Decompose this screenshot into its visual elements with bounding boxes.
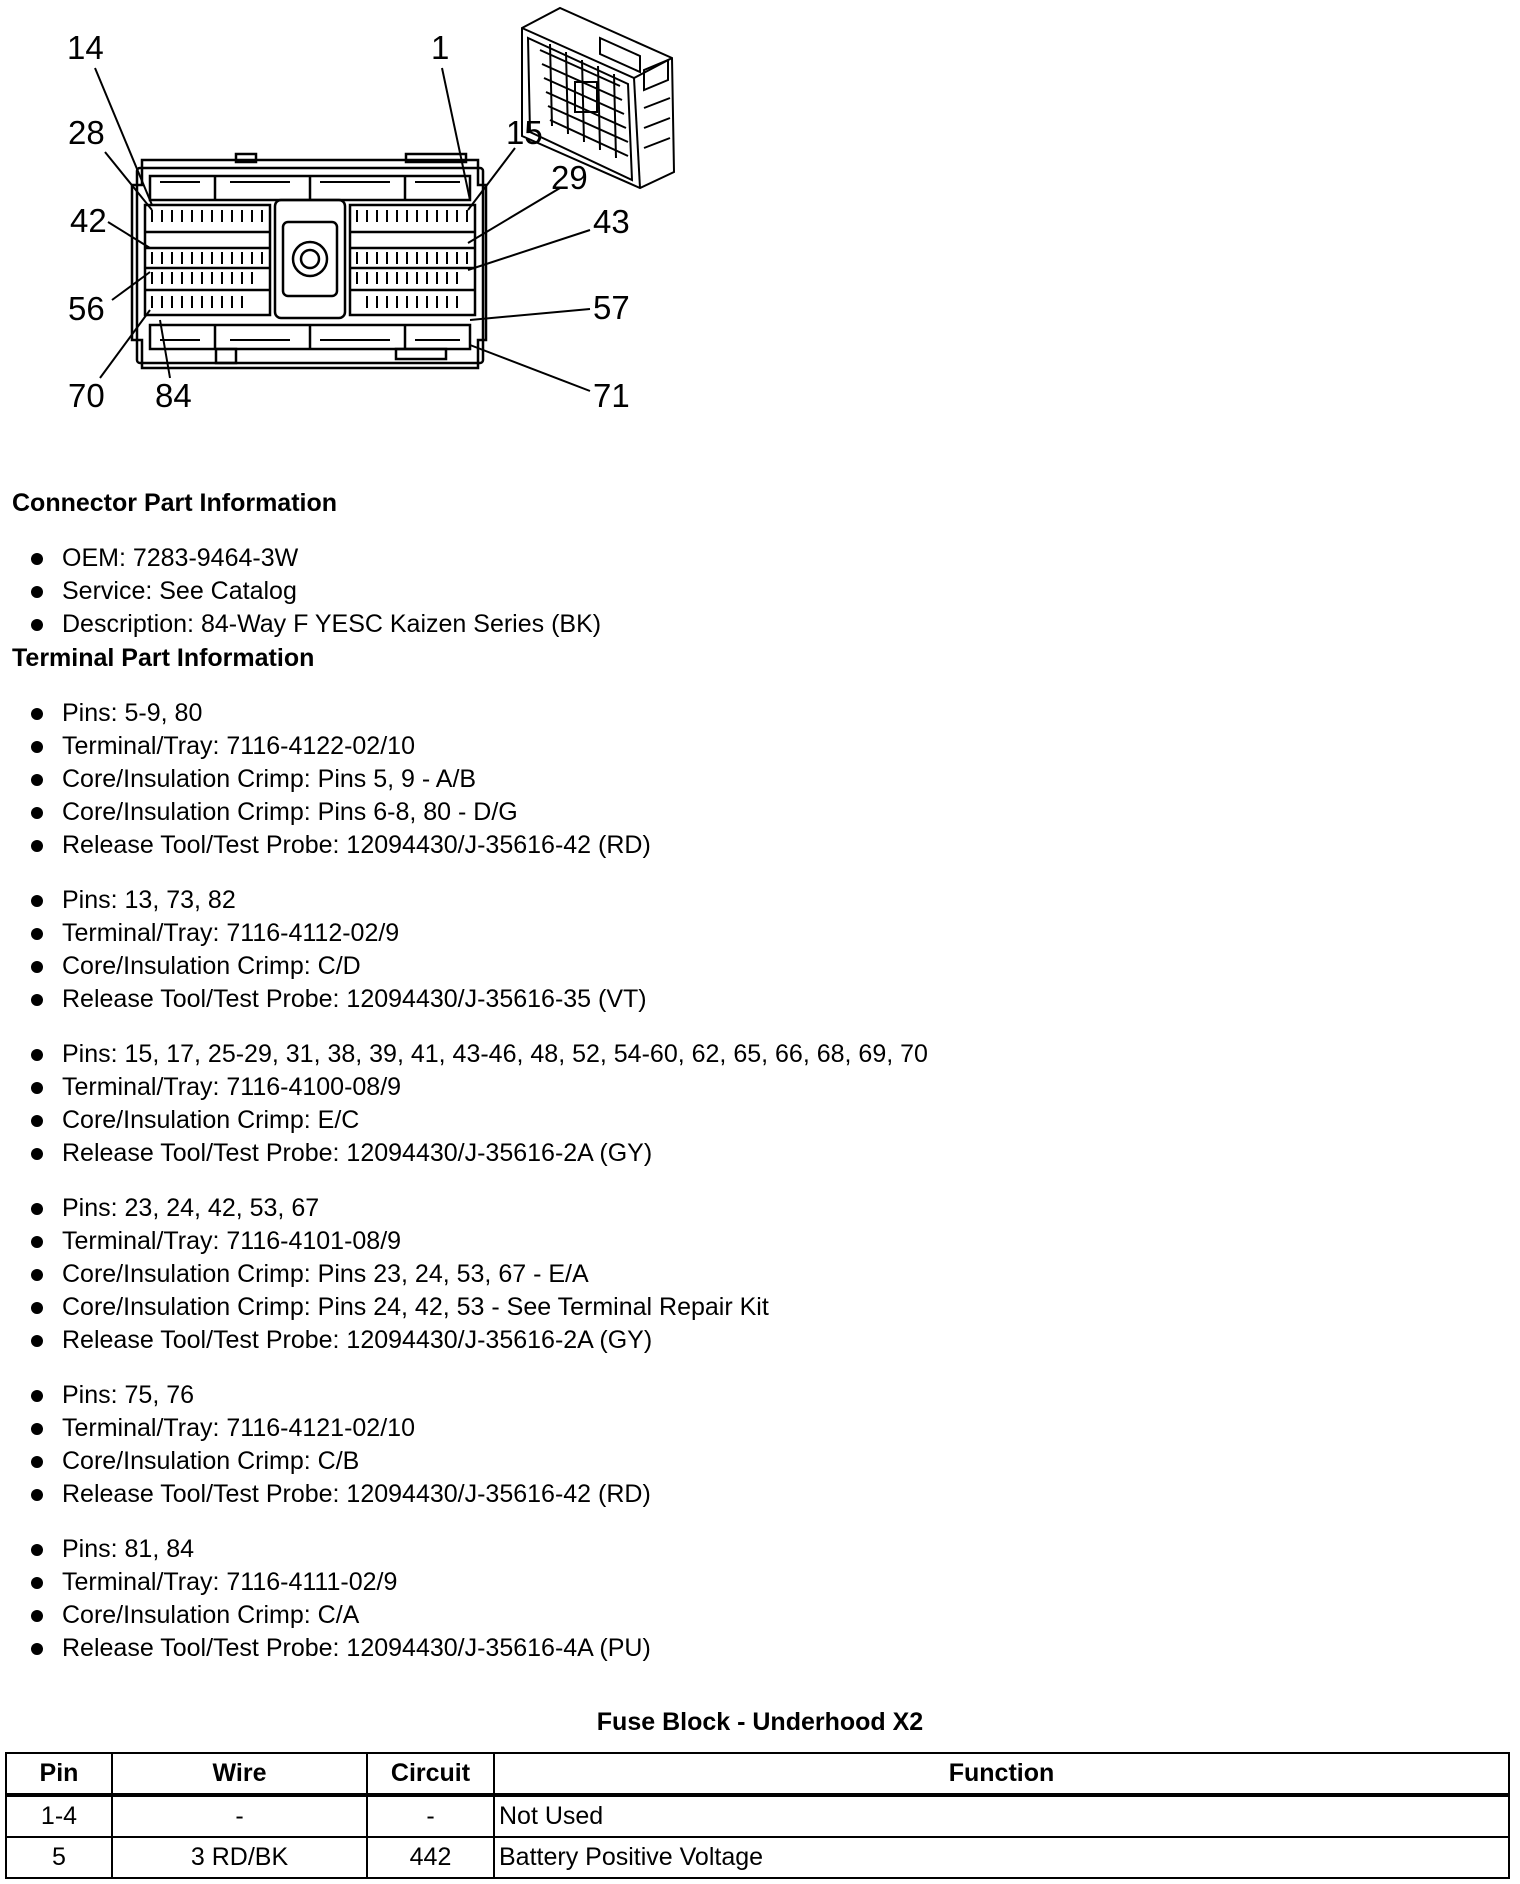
terminal-group-1: Pins: 5-9, 80 Terminal/Tray: 7116-4122-0… [12,697,1508,862]
callout-label: 14 [67,29,104,66]
list-item: Terminal/Tray: 7116-4101-08/9 [12,1225,1508,1258]
cell-wire: 3 RD/BK [111,1836,368,1879]
callout-label: 57 [593,289,630,326]
terminal-group-4: Pins: 23, 24, 42, 53, 67 Terminal/Tray: … [12,1192,1508,1357]
list-item: Terminal/Tray: 7116-4112-02/9 [12,917,1508,950]
list-item: Core/Insulation Crimp: C/B [12,1445,1508,1478]
list-item: Core/Insulation Crimp: Pins 5, 9 - A/B [12,763,1508,796]
column-header-circuit: Circuit [366,1752,495,1796]
list-item: Release Tool/Test Probe: 12094430/J-3561… [12,983,1508,1016]
list-item: Release Tool/Test Probe: 12094430/J-3561… [12,1478,1508,1511]
terminal-ticks [151,181,468,341]
list-item: Terminal/Tray: 7116-4111-02/9 [12,1566,1508,1599]
column-header-function: Function [493,1752,1510,1796]
list-item: Release Tool/Test Probe: 12094430/J-3561… [12,1324,1508,1357]
callout-leaders [94,67,591,392]
terminal-group-5: Pins: 75, 76 Terminal/Tray: 7116-4121-02… [12,1379,1508,1511]
list-item: Core/Insulation Crimp: Pins 24, 42, 53 -… [12,1291,1508,1324]
callout-label: 71 [593,377,630,414]
document-body: Connector Part Information OEM: 7283-946… [12,486,1508,1665]
terminal-group-2: Pins: 13, 73, 82 Terminal/Tray: 7116-411… [12,884,1508,1016]
callout-label: 28 [68,114,105,151]
list-item: Terminal/Tray: 7116-4100-08/9 [12,1071,1508,1104]
list-item: Release Tool/Test Probe: 12094430/J-3561… [12,829,1508,862]
list-item: Core/Insulation Crimp: E/C [12,1104,1508,1137]
cell-pin: 1-4 [5,1794,113,1838]
connector-outline [130,152,488,370]
list-item: Pins: 5-9, 80 [12,697,1508,730]
list-item: Pins: 81, 84 [12,1533,1508,1566]
cell-wire: - [111,1794,368,1838]
column-header-wire: Wire [111,1752,368,1796]
connector-diagram: 14 1 28 15 29 42 43 56 57 70 84 71 [67,6,676,414]
list-item: Pins: 13, 73, 82 [12,884,1508,917]
list-item: Core/Insulation Crimp: Pins 23, 24, 53, … [12,1258,1508,1291]
connector-part-heading: Connector Part Information [12,489,338,517]
pin-table-title: Fuse Block - Underhood X2 [596,1708,924,1736]
list-item: Core/Insulation Crimp: C/A [12,1599,1508,1632]
list-item: Description: 84-Way F YESC Kaizen Series… [12,608,1508,641]
terminal-group-3: Pins: 15, 17, 25-29, 31, 38, 39, 41, 43-… [12,1038,1508,1170]
callout-label: 70 [68,377,105,414]
terminal-part-heading: Terminal Part Information [12,644,315,672]
callout-label: 84 [155,377,192,414]
callout-label: 1 [431,29,449,66]
cell-circuit: - [366,1794,495,1838]
callout-label: 15 [506,114,543,151]
callout-label: 43 [593,203,630,240]
table-row: 5 3 RD/BK 442 Battery Positive Voltage [5,1836,1510,1879]
cell-circuit: 442 [366,1836,495,1879]
list-item: Pins: 75, 76 [12,1379,1508,1412]
list-item: Core/Insulation Crimp: Pins 6-8, 80 - D/… [12,796,1508,829]
list-item: Terminal/Tray: 7116-4122-02/10 [12,730,1508,763]
list-item: Core/Insulation Crimp: C/D [12,950,1508,983]
list-item: Release Tool/Test Probe: 12094430/J-3561… [12,1632,1508,1665]
list-item: Pins: 15, 17, 25-29, 31, 38, 39, 41, 43-… [12,1038,1508,1071]
cell-function: Not Used [493,1794,1510,1838]
callout-label: 42 [70,202,107,239]
list-item: Terminal/Tray: 7116-4121-02/10 [12,1412,1508,1445]
list-item: Release Tool/Test Probe: 12094430/J-3561… [12,1137,1508,1170]
table-row: 1-4 - - Not Used [5,1794,1510,1838]
callout-label: 29 [551,159,588,196]
cell-function: Battery Positive Voltage [493,1836,1510,1879]
list-item: Pins: 23, 24, 42, 53, 67 [12,1192,1508,1225]
pin-table: Pin Wire Circuit Function 1-4 - - Not Us… [5,1752,1510,1879]
column-header-pin: Pin [5,1752,113,1796]
list-item: Service: See Catalog [12,575,1508,608]
terminal-group-6: Pins: 81, 84 Terminal/Tray: 7116-4111-02… [12,1533,1508,1665]
connector-part-list: OEM: 7283-9464-3W Service: See Catalog D… [12,542,1508,641]
cell-pin: 5 [5,1836,113,1879]
callout-label: 56 [68,290,105,327]
table-header-row: Pin Wire Circuit Function [5,1752,1510,1796]
connector-3d-thumbnail [521,6,676,190]
list-item: OEM: 7283-9464-3W [12,542,1508,575]
